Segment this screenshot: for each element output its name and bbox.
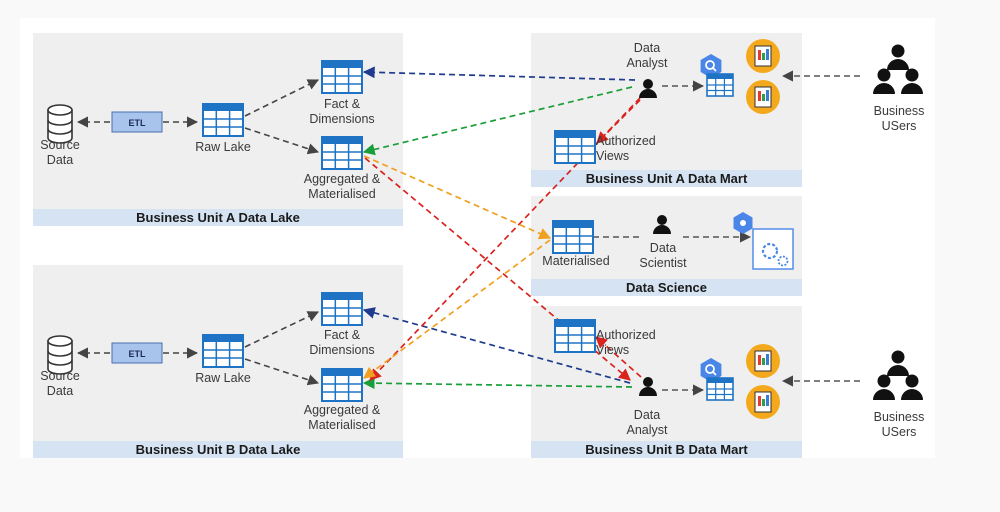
lake-a-flows: [76, 79, 320, 155]
mart-table-icon-a: [706, 73, 734, 97]
raw-lake-label-b: Raw Lake: [195, 371, 251, 385]
fact-dimensions-table-icon-a: [321, 60, 363, 94]
authorized-views-table-icon-a: [554, 130, 596, 164]
panel-title-science: Data Science: [531, 279, 802, 296]
panel-title-lake-b: Business Unit B Data Lake: [33, 441, 403, 458]
authorized-views-label-b: Authorized Views: [596, 328, 656, 357]
report-icon-b2: [745, 384, 781, 420]
raw-lake-table-icon-b: [202, 334, 244, 368]
panel-title-mart-b: Business Unit B Data Mart: [531, 441, 802, 458]
etl-label-a: ETL: [129, 118, 147, 128]
business-users-icon-a: [873, 44, 923, 94]
data-scientist-label: Data Scientist: [639, 241, 687, 270]
panel-lake-b: Business Unit B Data Lake: [33, 265, 403, 458]
business-users-label-b: Business USers: [873, 410, 925, 439]
data-analyst-label-a: Data Analyst: [626, 41, 668, 70]
business-users-icon-b: [873, 350, 923, 400]
report-icon-a1: [745, 38, 781, 74]
authorized-views-label-a: Authorized Views: [596, 134, 656, 163]
mart-flows: [593, 70, 860, 396]
aggregated-table-icon-b: [321, 368, 363, 402]
etl-box-b: ETL: [111, 342, 163, 364]
data-analyst-label-b: Data Analyst: [626, 408, 668, 437]
panel-title-mart-a: Business Unit A Data Mart: [531, 170, 802, 187]
aggregated-label-b: Aggregated & Materialised: [303, 403, 381, 432]
report-icon-a2: [745, 79, 781, 115]
source-data-label-a: Source Data: [40, 138, 80, 167]
business-users-label-a: Business USers: [873, 104, 925, 133]
data-analyst-icon-a: [639, 79, 657, 98]
ml-engine-icon: [733, 212, 794, 270]
mart-table-icon-b: [706, 377, 734, 401]
raw-lake-label-a: Raw Lake: [195, 140, 251, 154]
authorized-views-table-icon-b: [554, 319, 596, 353]
fact-dimensions-label-a: Fact & Dimensions: [309, 97, 375, 126]
data-analyst-icon-b: [639, 377, 657, 396]
aggregated-label-a: Aggregated & Materialised: [303, 172, 381, 201]
source-data-label-b: Source Data: [40, 369, 80, 398]
etl-box-a: ETL: [111, 111, 163, 133]
fact-dimensions-table-icon-b: [321, 292, 363, 326]
fact-dimensions-label-b: Fact & Dimensions: [309, 328, 375, 357]
materialised-label: Materialised: [542, 254, 610, 268]
raw-lake-table-icon-a: [202, 103, 244, 137]
report-icon-b1: [745, 343, 781, 379]
data-scientist-icon: [653, 215, 671, 234]
aggregated-table-icon-a: [321, 136, 363, 170]
lake-b-flows: [76, 311, 320, 386]
materialised-table-icon: [552, 220, 594, 254]
etl-label-b: ETL: [129, 349, 147, 359]
panel-title-lake-a: Business Unit A Data Lake: [33, 209, 403, 226]
